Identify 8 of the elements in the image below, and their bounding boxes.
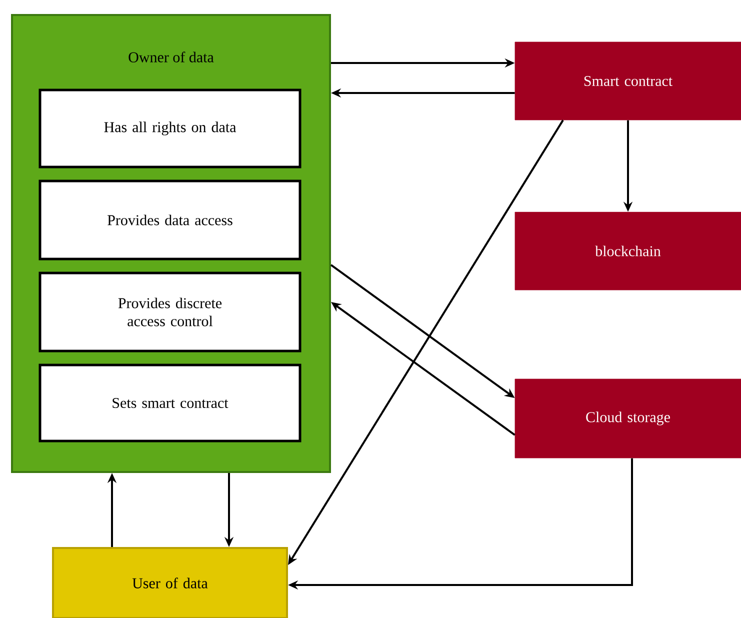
entity-box: blockchain — [514, 212, 741, 290]
process-box: Provides data access — [38, 180, 302, 260]
user-box: User of data — [52, 547, 288, 618]
entity-box: Cloud storage — [514, 378, 741, 458]
entity-box: Smart contract — [514, 42, 741, 120]
process-box: Sets smart contract — [38, 364, 302, 442]
process-box: Provides discrete access control — [38, 272, 302, 352]
process-box: Has all rights on data — [38, 88, 302, 168]
